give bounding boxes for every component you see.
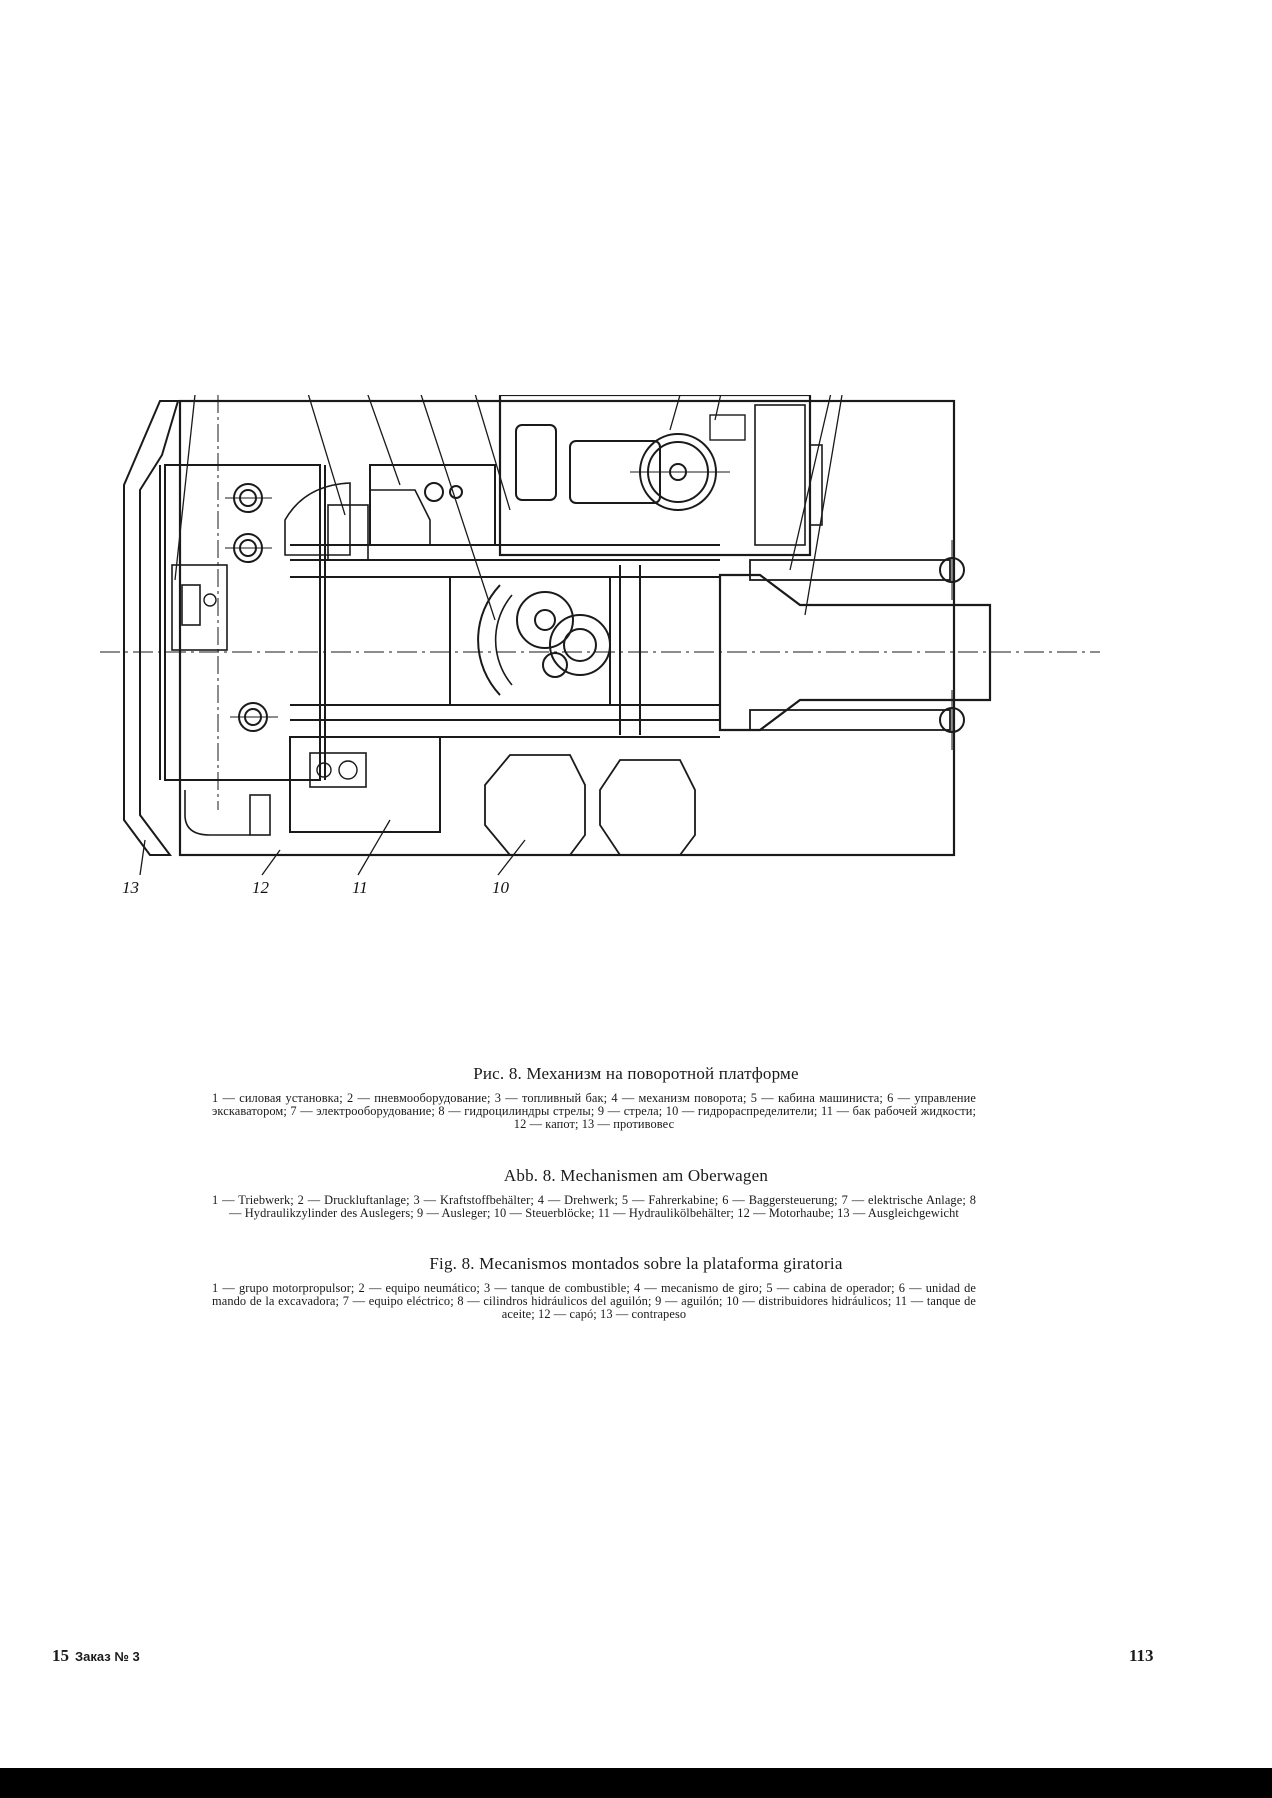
footer-sheet-order: 15 Заказ № 3 <box>52 1646 140 1666</box>
boom-cylinder-upper <box>749 559 951 581</box>
sheet-number: 15 <box>52 1646 69 1665</box>
legend-ru: 1 — силовая установка; 2 — пневмооборудо… <box>212 1091 976 1131</box>
order-number: Заказ № 3 <box>75 1649 140 1664</box>
excavator-platform-drawing: 1 2 3 4 5 6 7 8 9 10 11 12 13 <box>100 395 1100 1040</box>
engine-block <box>164 464 321 781</box>
legend-es: 1 — grupo motorpropulsor; 2 — equipo neu… <box>212 1281 976 1321</box>
caption-title-ru: Рис. 8. Механизм на поворотной платформе <box>473 1064 799 1083</box>
operator-cab <box>498 395 812 557</box>
callout-12: 12 <box>252 878 270 897</box>
platform-frame <box>178 399 956 857</box>
counterweight-outline <box>123 400 180 856</box>
callout-11: 11 <box>352 878 368 897</box>
boom <box>718 573 992 732</box>
caption-title-de: Abb. 8. Mechanismen am Oberwagen <box>503 1166 769 1185</box>
boom-cylinder-lower <box>749 709 951 731</box>
legend-de: 1 — Triebwerk; 2 — Druckluftanlage; 3 — … <box>212 1193 976 1220</box>
swing-ring <box>477 584 501 696</box>
callout-10: 10 <box>492 878 510 897</box>
caption-title-es: Fig. 8. Mecanismos montados sobre la pla… <box>429 1254 843 1273</box>
callout-13: 13 <box>122 878 139 897</box>
scan-bottom-bar <box>0 1768 1272 1798</box>
page-number: 113 <box>1129 1646 1154 1665</box>
